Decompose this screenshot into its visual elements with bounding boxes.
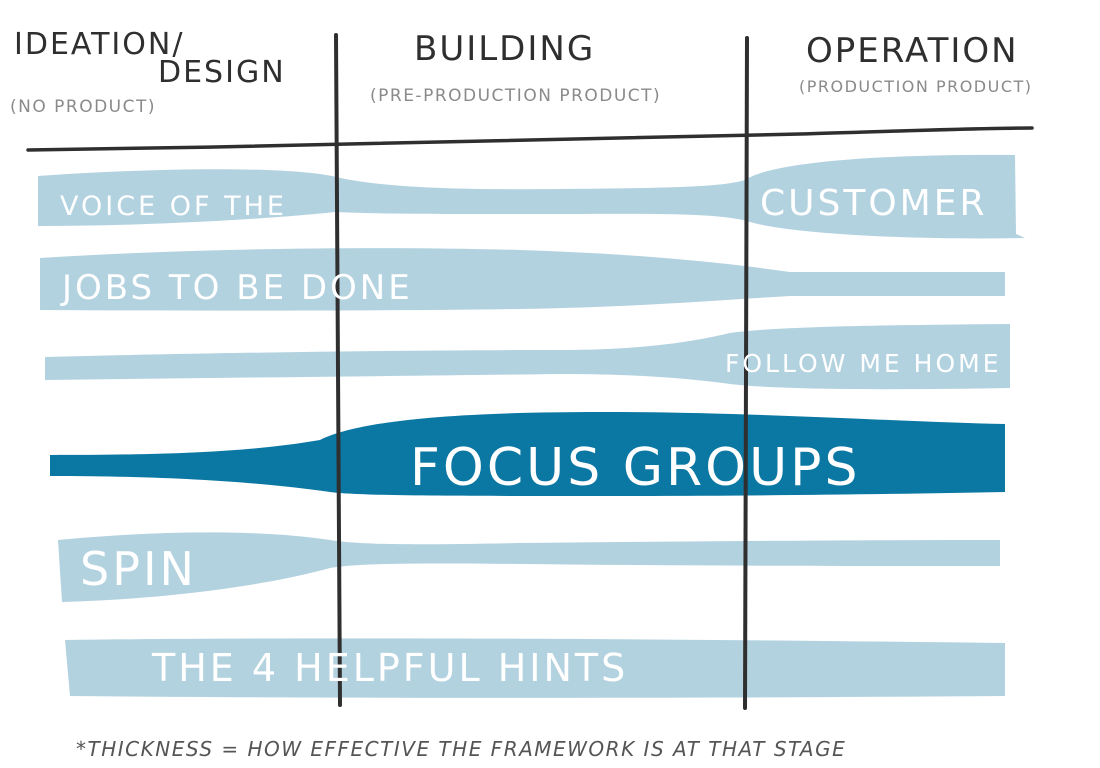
column-subtitle-ideation: (No Product) xyxy=(10,97,156,117)
column-title-operation: Operation xyxy=(806,31,1019,71)
band-labels: Voice of the Customer Jobs to Be Done Fo… xyxy=(60,183,1002,690)
column-divider-2 xyxy=(743,36,749,710)
grid xyxy=(26,33,1034,710)
header-divider-line xyxy=(26,126,1034,152)
bands xyxy=(38,154,1025,698)
band-label-customer: Customer xyxy=(760,183,987,224)
column-title-ideation-line2: Design xyxy=(158,55,286,90)
column-headers: Ideation/ Design (No Product) Building (… xyxy=(10,27,1033,117)
band-label-the-4-helpful-hints: The 4 Helpful Hints xyxy=(151,646,628,690)
band-spin xyxy=(58,532,1000,602)
band-label-follow-me-home: Follow Me Home xyxy=(725,349,1002,378)
band-voice-of-the-customer xyxy=(38,154,1025,239)
band-follow-me-home xyxy=(45,324,1010,390)
column-title-ideation-line1: Ideation/ xyxy=(14,27,184,62)
band-jobs-to-be-done xyxy=(40,248,1005,311)
footnote: *Thickness = how effective the framework… xyxy=(76,737,846,761)
band-label-voice-of-the: Voice of the xyxy=(60,191,287,222)
band-the-4-helpful-hints xyxy=(65,638,1005,698)
band-focus-groups xyxy=(50,412,1005,496)
column-subtitle-operation: (Production Product) xyxy=(799,77,1033,96)
column-title-building: Building xyxy=(414,29,595,69)
column-subtitle-building: (Pre-Production Product) xyxy=(370,86,661,106)
band-label-spin: Spin xyxy=(80,542,197,596)
column-divider-1 xyxy=(334,33,342,707)
band-label-jobs-to-be-done: Jobs to Be Done xyxy=(60,268,413,308)
band-label-focus-groups: Focus Groups xyxy=(410,438,861,498)
